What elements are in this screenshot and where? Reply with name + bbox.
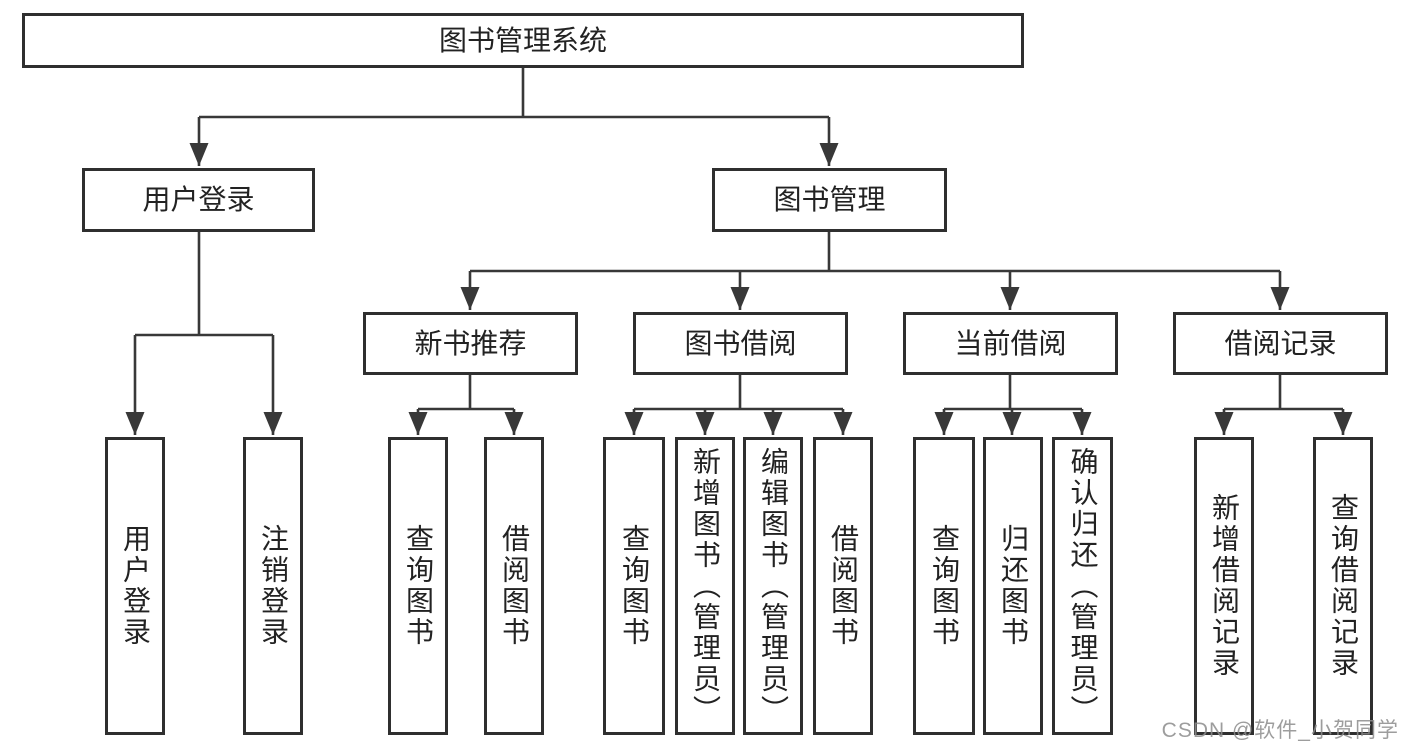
leaf-query-books-current: 查询图书	[913, 437, 975, 735]
leaf-return-books: 归还图书	[983, 437, 1043, 735]
watermark: CSDN @软件_小贺同学	[1161, 719, 1399, 742]
node-borrowing-records: 借阅记录	[1173, 312, 1388, 375]
leaf-confirm-return-admin: 确认归还（管理员）	[1052, 437, 1113, 735]
leaf-query-borrow-record: 查询借阅记录	[1313, 437, 1373, 735]
node-book-borrowing: 图书借阅	[633, 312, 848, 375]
leaf-query-books-recommend: 查询图书	[388, 437, 448, 735]
leaf-borrow-books-recommend: 借阅图书	[484, 437, 544, 735]
leaf-user-login: 用户登录	[105, 437, 165, 735]
connector-arrows	[125, 117, 1353, 435]
leaf-edit-books-admin: 编辑图书（管理员）	[743, 437, 803, 735]
leaf-add-borrow-record: 新增借阅记录	[1194, 437, 1254, 735]
leaf-query-books-borrowing: 查询图书	[603, 437, 665, 735]
node-book-management: 图书管理	[712, 168, 947, 232]
connector-trunk-lines	[135, 68, 1343, 411]
leaf-add-books-admin: 新增图书（管理员）	[675, 437, 735, 735]
leaf-borrow-books: 借阅图书	[813, 437, 873, 735]
node-new-book-recommend: 新书推荐	[363, 312, 578, 375]
node-root-system: 图书管理系统	[22, 13, 1024, 68]
node-current-borrowing: 当前借阅	[903, 312, 1118, 375]
leaf-logout: 注销登录	[243, 437, 303, 735]
node-user-login: 用户登录	[82, 168, 315, 232]
